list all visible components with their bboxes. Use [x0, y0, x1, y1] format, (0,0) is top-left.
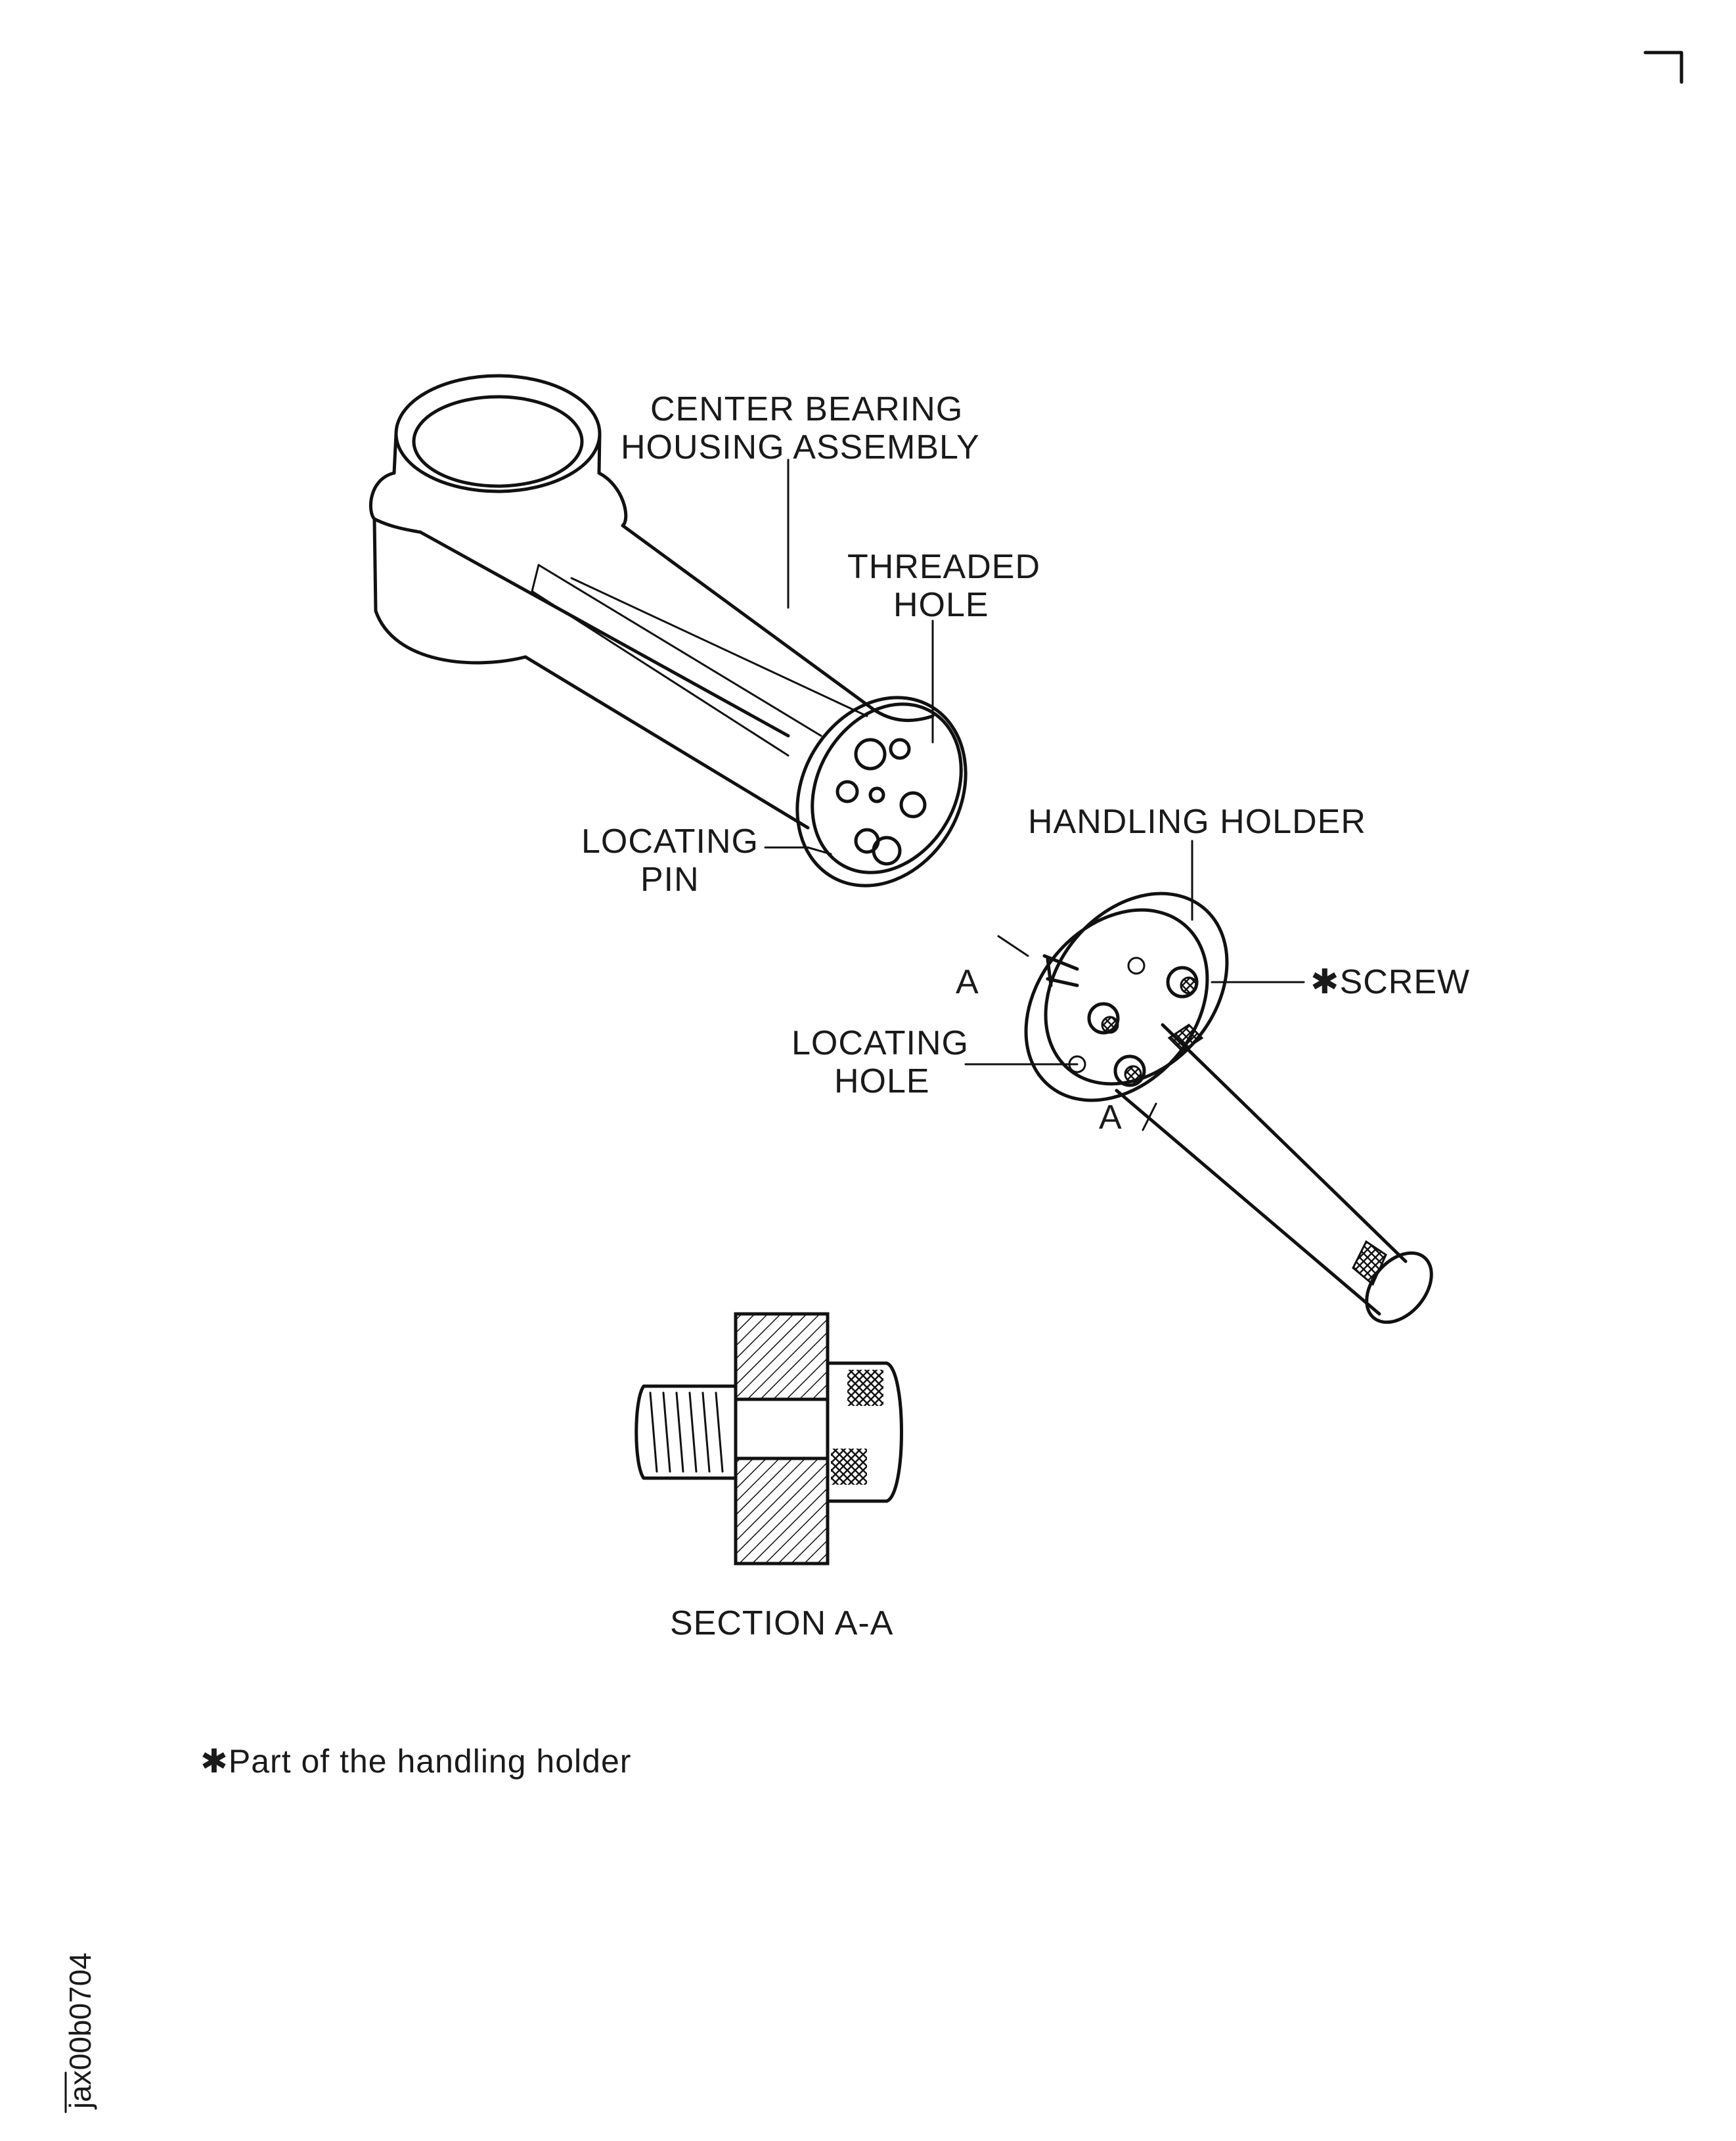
screw-label: ✱SCREW	[1310, 963, 1470, 1001]
center-bearing-label-line1: CENTER BEARING	[650, 390, 963, 428]
section-title: SECTION A-A	[670, 1604, 893, 1642]
locating-hole-label-line1: LOCATING	[791, 1024, 969, 1062]
section-marker-top: A	[956, 963, 979, 1001]
threaded-hole-label-line2: HOLE	[893, 586, 989, 624]
handling-holder-drawing	[964, 840, 1433, 1324]
locating-pin-label-line1: LOCATING	[581, 823, 759, 861]
center-bearing-housing-drawing	[369, 374, 968, 888]
center-bearing-label-line2: HOUSING ASSEMBLY	[621, 428, 980, 466]
footnote: ✱Part of the handling holder	[200, 1743, 631, 1780]
locating-pin-label-line2: PIN	[640, 861, 700, 899]
locating-hole-label-line2: HOLE	[834, 1062, 930, 1100]
threaded-hole-label-line1: THREADED	[847, 548, 1040, 586]
section-marker-bottom: A	[1099, 1098, 1123, 1137]
corner-mark	[1643, 51, 1683, 84]
figure-code: jax00b0704	[63, 1952, 97, 2110]
handling-holder-label: HANDLING HOLDER	[1028, 803, 1366, 841]
section-a-a-drawing	[634, 1312, 903, 1566]
